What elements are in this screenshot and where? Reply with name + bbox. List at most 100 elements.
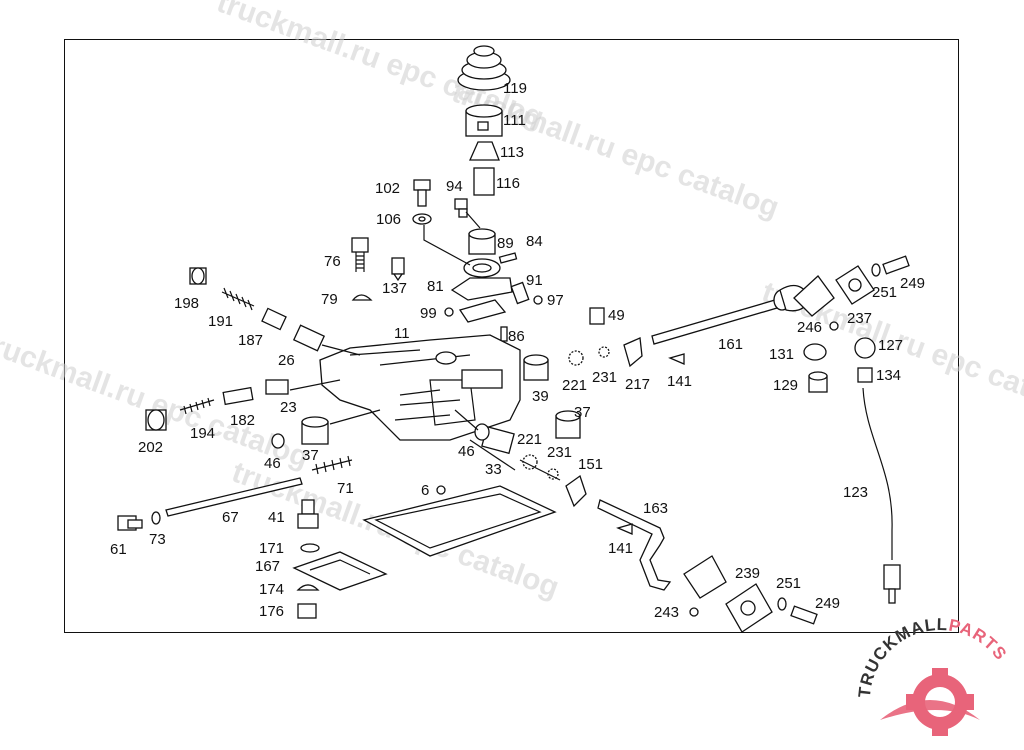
callout: 6 xyxy=(421,482,429,499)
truckmall-parts-logo: TRUCKMALLPARTS xyxy=(855,615,1010,736)
callout: 89 xyxy=(497,235,514,252)
callout: 102 xyxy=(375,180,400,197)
callout: 237 xyxy=(847,310,872,327)
callout: 73 xyxy=(149,531,166,548)
callout: 249 xyxy=(900,275,925,292)
callout: 113 xyxy=(500,144,524,161)
gear-231b xyxy=(547,468,559,480)
spring-71 xyxy=(311,455,353,475)
washer-251b xyxy=(777,597,787,611)
callout: 37 xyxy=(302,447,319,464)
bolt-76 xyxy=(351,237,369,272)
washer-171 xyxy=(300,543,320,553)
pin-84 xyxy=(498,252,518,264)
callout: 11 xyxy=(394,325,410,342)
callout: 123 xyxy=(843,484,868,501)
callout: 171 xyxy=(259,540,284,557)
callout: 37 xyxy=(574,404,591,421)
ring-97 xyxy=(533,295,543,305)
callout: 239 xyxy=(735,565,760,582)
callout: 116 xyxy=(496,175,520,192)
callout: 221 xyxy=(517,431,542,448)
bushing-89 xyxy=(468,228,496,255)
shaft-67 xyxy=(165,477,303,517)
callout: 167 xyxy=(255,558,280,575)
sleeve-46a xyxy=(474,423,490,441)
callout: 26 xyxy=(278,352,295,369)
callout: 86 xyxy=(508,328,525,345)
watermark-2: truckmall.ru epc catalog xyxy=(448,76,784,225)
clip-174 xyxy=(296,584,320,591)
callout: 33 xyxy=(485,461,502,478)
shaft-163 xyxy=(597,499,672,591)
callout: 46 xyxy=(264,455,281,472)
callout: 71 xyxy=(337,480,354,497)
callout: 23 xyxy=(280,399,297,416)
seal-49 xyxy=(589,307,605,325)
callouts: 119 111 113 116 102 94 106 89 84 76 137 … xyxy=(110,80,925,621)
screw-94 xyxy=(454,198,468,218)
spring-116 xyxy=(473,167,495,196)
callout: 161 xyxy=(718,336,743,353)
callout: 76 xyxy=(324,253,341,270)
callout: 111 xyxy=(503,112,526,129)
key-141b xyxy=(616,523,633,535)
spring-194 xyxy=(179,397,215,415)
block-176 xyxy=(297,603,317,619)
sleeve-26 xyxy=(292,324,326,352)
fitting-61 xyxy=(117,515,143,531)
callout: 163 xyxy=(643,500,668,517)
gasket-99 xyxy=(444,299,507,323)
callout: 49 xyxy=(608,307,625,324)
washer-106 xyxy=(412,213,432,225)
callout: 217 xyxy=(625,376,650,393)
washer-73 xyxy=(151,511,161,525)
callout: 141 xyxy=(667,373,692,390)
callout: 134 xyxy=(876,367,901,384)
gear-231a xyxy=(598,346,610,358)
plate-167 xyxy=(292,551,388,591)
callout: 79 xyxy=(321,291,338,308)
shift-housing-81 xyxy=(450,258,513,301)
callout: 81 xyxy=(427,278,444,295)
callout: 91 xyxy=(526,272,543,289)
callout: 194 xyxy=(190,425,215,442)
logo-text-accent: PARTS xyxy=(947,616,1010,665)
cover-237 xyxy=(793,265,875,317)
callout: 127 xyxy=(878,337,903,354)
plug-129 xyxy=(808,371,828,393)
sensor-182 xyxy=(222,386,254,406)
piston-187 xyxy=(261,307,287,331)
callout: 67 xyxy=(222,509,239,526)
nut-134 xyxy=(857,367,873,383)
bolt-41 xyxy=(297,499,319,529)
callout: 131 xyxy=(769,346,794,363)
callout: 137 xyxy=(382,280,407,297)
callout: 251 xyxy=(872,284,897,301)
plug-198 xyxy=(189,267,207,285)
callout: 174 xyxy=(259,581,284,598)
callout: 99 xyxy=(420,305,437,322)
gear-221a xyxy=(568,350,584,366)
callout: 231 xyxy=(592,369,617,386)
sleeve-86 xyxy=(500,326,508,342)
callout: 246 xyxy=(797,319,822,336)
callout: 191 xyxy=(208,313,233,330)
cap-113 xyxy=(468,141,500,161)
washer-251a xyxy=(871,263,881,277)
sleeve-111 xyxy=(465,104,503,137)
rod-123 xyxy=(862,387,901,604)
callout: 202 xyxy=(138,439,163,456)
callout: 221 xyxy=(562,377,587,394)
washer-243 xyxy=(689,607,699,617)
callout: 182 xyxy=(230,412,255,429)
callout: 41 xyxy=(268,509,285,526)
callout: 187 xyxy=(238,332,263,349)
callout: 97 xyxy=(547,292,564,309)
gasket-6 xyxy=(362,485,557,557)
callout: 176 xyxy=(259,603,284,620)
callout: 151 xyxy=(578,456,603,473)
callout: 119 xyxy=(503,80,527,97)
callout: 46 xyxy=(458,443,475,460)
